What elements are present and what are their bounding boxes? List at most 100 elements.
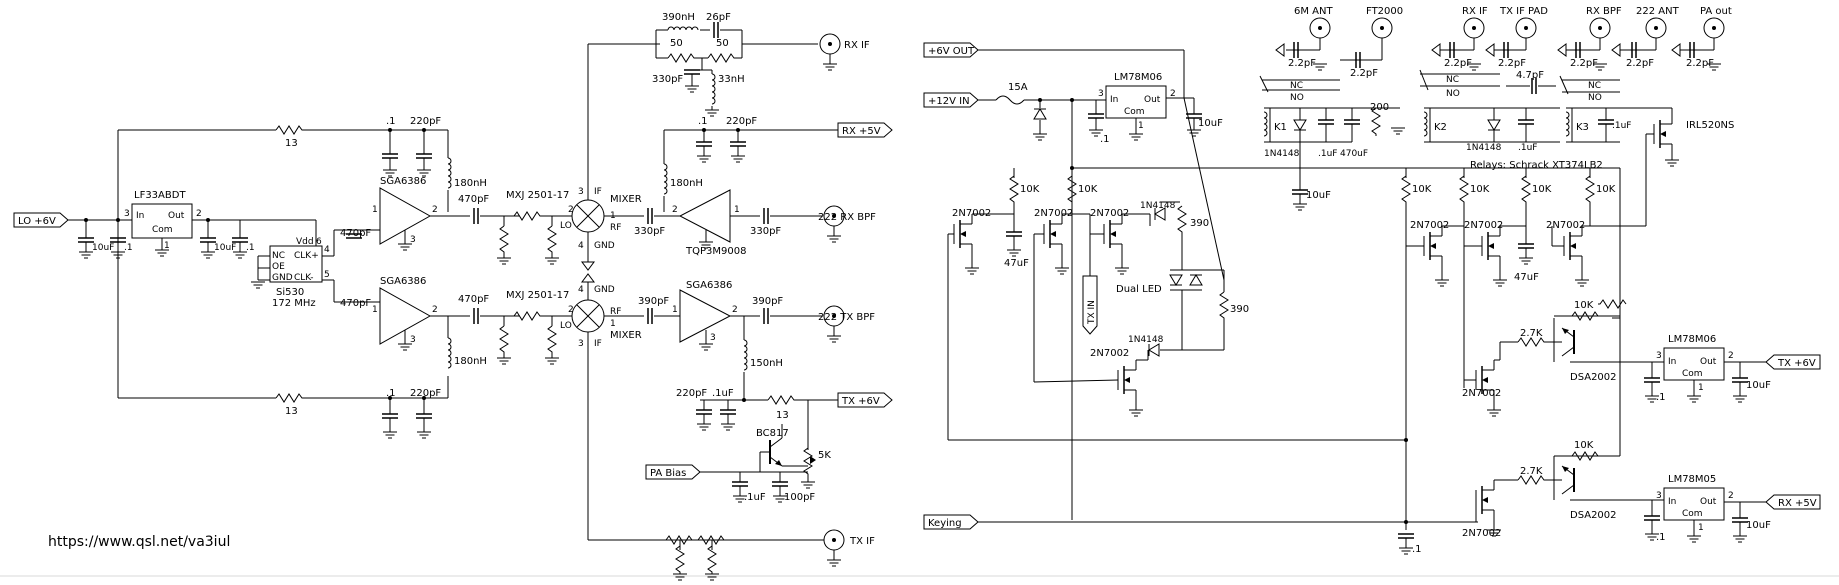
k1-cap2-label: 470uF bbox=[1340, 149, 1368, 159]
coax-6m-ant-label: 6M ANT bbox=[1294, 6, 1333, 17]
port-12v-in: +12V IN bbox=[923, 92, 979, 108]
r10k-1: 10K bbox=[1078, 184, 1098, 195]
reg-in-cap2-label: .1 bbox=[124, 243, 133, 253]
fet-2-label: 2N7002 bbox=[1090, 208, 1129, 219]
mixer-bot: 4 GND RF 1 MIXER 3 IF bbox=[571, 285, 642, 349]
mixer-top-p3: 3 bbox=[578, 187, 584, 197]
amp-bot-p1: 1 bbox=[372, 305, 378, 315]
cap-10u-mid-label: 10uF bbox=[1306, 190, 1331, 201]
reg1-com: Com bbox=[1124, 107, 1145, 117]
mixer-bot-lo: LO bbox=[560, 321, 572, 331]
osc-pin5: 5 bbox=[324, 270, 330, 280]
relay-note: Relays: Schrack XT374LB2 bbox=[1470, 160, 1603, 171]
osc-oe: OE bbox=[272, 262, 285, 272]
contact-nc-3: NC bbox=[1588, 81, 1601, 91]
fet-1-label: 2N7002 bbox=[1034, 208, 1073, 219]
amp-bot-p2: 2 bbox=[432, 305, 438, 315]
mixer-bot-p4: 4 bbox=[578, 285, 584, 295]
port-6v-out: +6V OUT bbox=[923, 42, 979, 58]
relay-k1: K1 1N4148 bbox=[1263, 107, 1312, 159]
rx-cap2-label: 220pF bbox=[726, 116, 757, 127]
pa-p1: 1 bbox=[672, 305, 678, 315]
mixer-top-type: MIXER bbox=[610, 194, 642, 205]
diode-bottom-label: 1N4148 bbox=[1128, 335, 1164, 345]
cap-keying-label: .1 bbox=[1412, 544, 1422, 555]
bot-cap2-label: 220pF bbox=[410, 388, 441, 399]
r10k-3: 10K bbox=[1470, 184, 1490, 195]
regulator-lm78m05-rx: LM78M05 In Out Com 3 2 1 bbox=[1656, 474, 1734, 533]
website-url: https://www.qsl.net/va3iul bbox=[48, 534, 230, 550]
reg1-pin-out: 2 bbox=[1170, 89, 1176, 99]
cap-osc-top-label: 470pF bbox=[340, 228, 371, 239]
bias-cap2-label: 100pF bbox=[784, 492, 815, 503]
reg-tx-pin-in: 3 bbox=[1656, 351, 1662, 361]
cap-47u-1: 47uF bbox=[1514, 272, 1539, 283]
osc-nc: NC bbox=[272, 251, 285, 261]
tx-cap2-label: 390pF bbox=[752, 296, 783, 307]
amp-bot-sga6386: SGA6386 1 2 3 bbox=[372, 276, 438, 345]
lna-name: TQP3M9008 bbox=[685, 246, 746, 257]
cap-4.7pf-label: 4.7pF bbox=[1516, 70, 1544, 81]
reg1-in: In bbox=[1110, 95, 1118, 105]
reg1-cap1-label: .1 bbox=[1100, 134, 1110, 145]
cap-osc-bot-label: 470pF bbox=[340, 298, 371, 309]
fet-cluster-left: 2N7002 47uF 2N7002 2N7002 bbox=[947, 204, 1150, 440]
res-bot-label: 13 bbox=[285, 406, 298, 417]
amp-bot-p3: 3 bbox=[410, 335, 416, 345]
amp-top-name: SGA6386 bbox=[380, 176, 426, 187]
tx-in-label: TX IN bbox=[1087, 300, 1097, 325]
coax-222-ant-label: 222 ANT bbox=[1636, 6, 1680, 17]
k2-cap-label: .1uF bbox=[1518, 143, 1537, 153]
pot-label: 5K bbox=[818, 450, 831, 461]
relay-k2: K2 1N4148 .1uF bbox=[1423, 107, 1560, 153]
reg-tx-com: Com bbox=[1682, 369, 1703, 379]
mixer-bot-p3: 3 bbox=[578, 339, 584, 349]
rx-if-l2: 33nH bbox=[718, 74, 745, 85]
reg1-pin-com: 1 bbox=[1138, 121, 1144, 131]
bc-label: BC817 bbox=[756, 428, 789, 439]
mixer-top-p4: 4 bbox=[578, 241, 584, 251]
ind-tx-label: 150nH bbox=[750, 358, 783, 369]
dsa-0-label: DSA2002 bbox=[1570, 372, 1617, 383]
reg-pin-in: 3 bbox=[124, 209, 130, 219]
reg-tx-cap2: 10uF bbox=[1746, 380, 1771, 391]
reg-rx-com: Com bbox=[1682, 509, 1703, 519]
mixer-bot-p2: 2 bbox=[568, 305, 574, 315]
cap22-3: 2.2pF bbox=[1498, 58, 1526, 69]
rx-if-l1: 390nH bbox=[662, 12, 695, 23]
top-cap1-label: .1 bbox=[386, 116, 396, 127]
ind-bot-label: 180nH bbox=[454, 356, 487, 367]
bot-cap1-label: .1 bbox=[386, 388, 396, 399]
res-tx-label: 13 bbox=[776, 410, 789, 421]
reg-tx-cap1: .1 bbox=[1656, 392, 1666, 403]
tx-cap3-label: 220pF bbox=[676, 388, 707, 399]
relay-k2-label: K2 bbox=[1434, 122, 1447, 133]
k1-cap1-label: .1uF bbox=[1318, 149, 1337, 159]
reg-rx-cap2: 10uF bbox=[1746, 520, 1771, 531]
regulator-lm78m06-main: LM78M06 In Out Com 3 2 1 bbox=[1098, 72, 1176, 131]
tx-in-port: TX IN bbox=[1082, 275, 1098, 335]
mixer-top-name: MXJ 2501-17 bbox=[506, 190, 569, 201]
res-top-label: 13 bbox=[285, 138, 298, 149]
reg-rx-in: In bbox=[1668, 497, 1676, 507]
mixer-top-gnd: GND bbox=[594, 241, 615, 251]
osc-clkp: CLK+ bbox=[294, 251, 319, 261]
cap-mix-bot-label: 470pF bbox=[458, 294, 489, 305]
fet-7: 2N7002 bbox=[1462, 359, 1501, 401]
pa-name: SGA6386 bbox=[686, 280, 732, 291]
fet-3-label: 2N7002 bbox=[1090, 348, 1129, 359]
amp-top-p1: 1 bbox=[372, 205, 378, 215]
contact-nc-2: NC bbox=[1446, 75, 1459, 85]
keying-port: Keying bbox=[923, 514, 979, 530]
rx-5v-port: RX +5V bbox=[837, 122, 893, 138]
rx-if-label: RX IF bbox=[844, 40, 870, 51]
rx-bpf-label: 222 RX BPF bbox=[818, 212, 876, 223]
diode-led-label: 1N4148 bbox=[1140, 201, 1176, 211]
fet-cluster-right: 2N7002 2N7002 47uF 2N7002 bbox=[1406, 210, 1647, 388]
tx-6v-label: TX +6V bbox=[841, 396, 880, 407]
rx-if-c2: 330pF bbox=[652, 74, 683, 85]
reg-com-label: Com bbox=[152, 225, 173, 235]
reg-name: LF33ABDT bbox=[134, 190, 186, 201]
cap-47u-0: 47uF bbox=[1004, 258, 1029, 269]
